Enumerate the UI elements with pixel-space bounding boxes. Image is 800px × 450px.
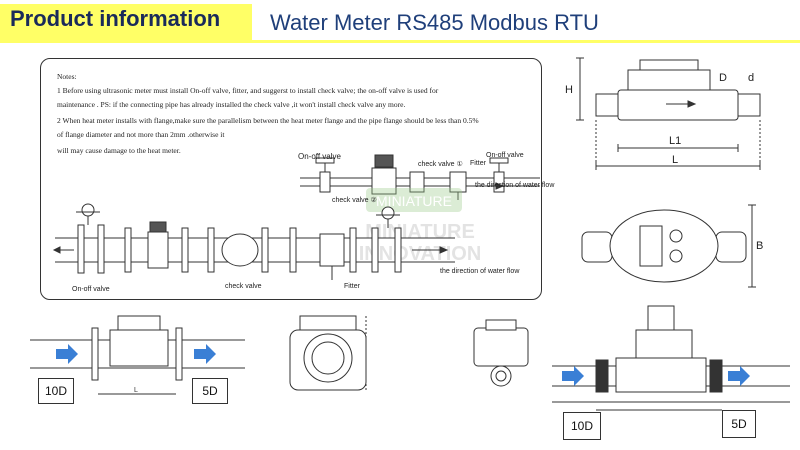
notes-line-2: maintenance . PS: if the connecting pipe… [57, 100, 406, 109]
label-check-valve-1: check valve ① [418, 161, 463, 168]
notes-line-3: 2 When heat meter installs with flange,m… [57, 116, 479, 125]
notes-line-1: 1 Before using ultrasonic meter must ins… [57, 86, 439, 95]
callout-10d-left: 10D [38, 378, 74, 404]
label-onoff-valve-left: On-off valve [298, 152, 341, 161]
dimension-d: d [748, 72, 755, 84]
label-check-valve-lower: check valve [225, 283, 262, 290]
notes-line-4: of flange diameter and not more than 2mm… [57, 130, 225, 139]
header-highlight [0, 4, 252, 40]
dimension-L1: L1 [669, 135, 682, 147]
callout-10d-right: 10D [563, 412, 601, 440]
callout-5d-left: 5D [192, 378, 228, 404]
page-title: Product information [10, 6, 221, 31]
label-flow-direction-lower: the direction of water flow [440, 268, 520, 275]
threaded-meter-drawing [552, 305, 790, 411]
dimension-H: H [565, 84, 573, 96]
label-onoff-valve-lower: On-off valve [72, 286, 110, 293]
dimension-D: D [719, 72, 727, 84]
svg-text:INNOVATION: INNOVATION [359, 243, 482, 265]
flow-arrows [56, 344, 750, 386]
header-underline [0, 40, 800, 43]
svg-text:L: L [134, 387, 138, 394]
flanged-meter-drawing: L [30, 315, 245, 395]
dimension-B: B [756, 240, 764, 252]
label-filter-lower: Fitter [344, 283, 360, 290]
meter-top-view-drawing [581, 204, 756, 288]
register-front-view-drawing [473, 319, 529, 387]
label-check-valve-2: check valve ② [332, 197, 377, 204]
installation-notes-panel [40, 58, 542, 300]
label-flow-direction-upper: the direction of water flow [475, 182, 555, 189]
notes-heading: Notes: [57, 72, 77, 81]
notes-line-5: will may cause damage to the heat meter. [57, 146, 181, 155]
svg-text:MINIATURE: MINIATURE [376, 193, 452, 209]
dimension-L: L [672, 154, 679, 166]
label-onoff-valve-right: On-off valve [486, 152, 524, 159]
svg-text:MINIATURE: MINIATURE [365, 221, 475, 243]
callout-5d-right: 5D [722, 410, 756, 438]
flange-front-view-drawing [289, 315, 367, 391]
lower-install-diagram [52, 203, 455, 280]
label-filter-upper: Fitter [470, 160, 486, 167]
page-subtitle: Water Meter RS485 Modbus RTU [270, 10, 599, 35]
meter-side-view-drawing [576, 57, 761, 170]
upper-install-diagram [300, 154, 540, 200]
watermark-logo: MINIATURE MINIATURE INNOVATION [359, 188, 482, 265]
